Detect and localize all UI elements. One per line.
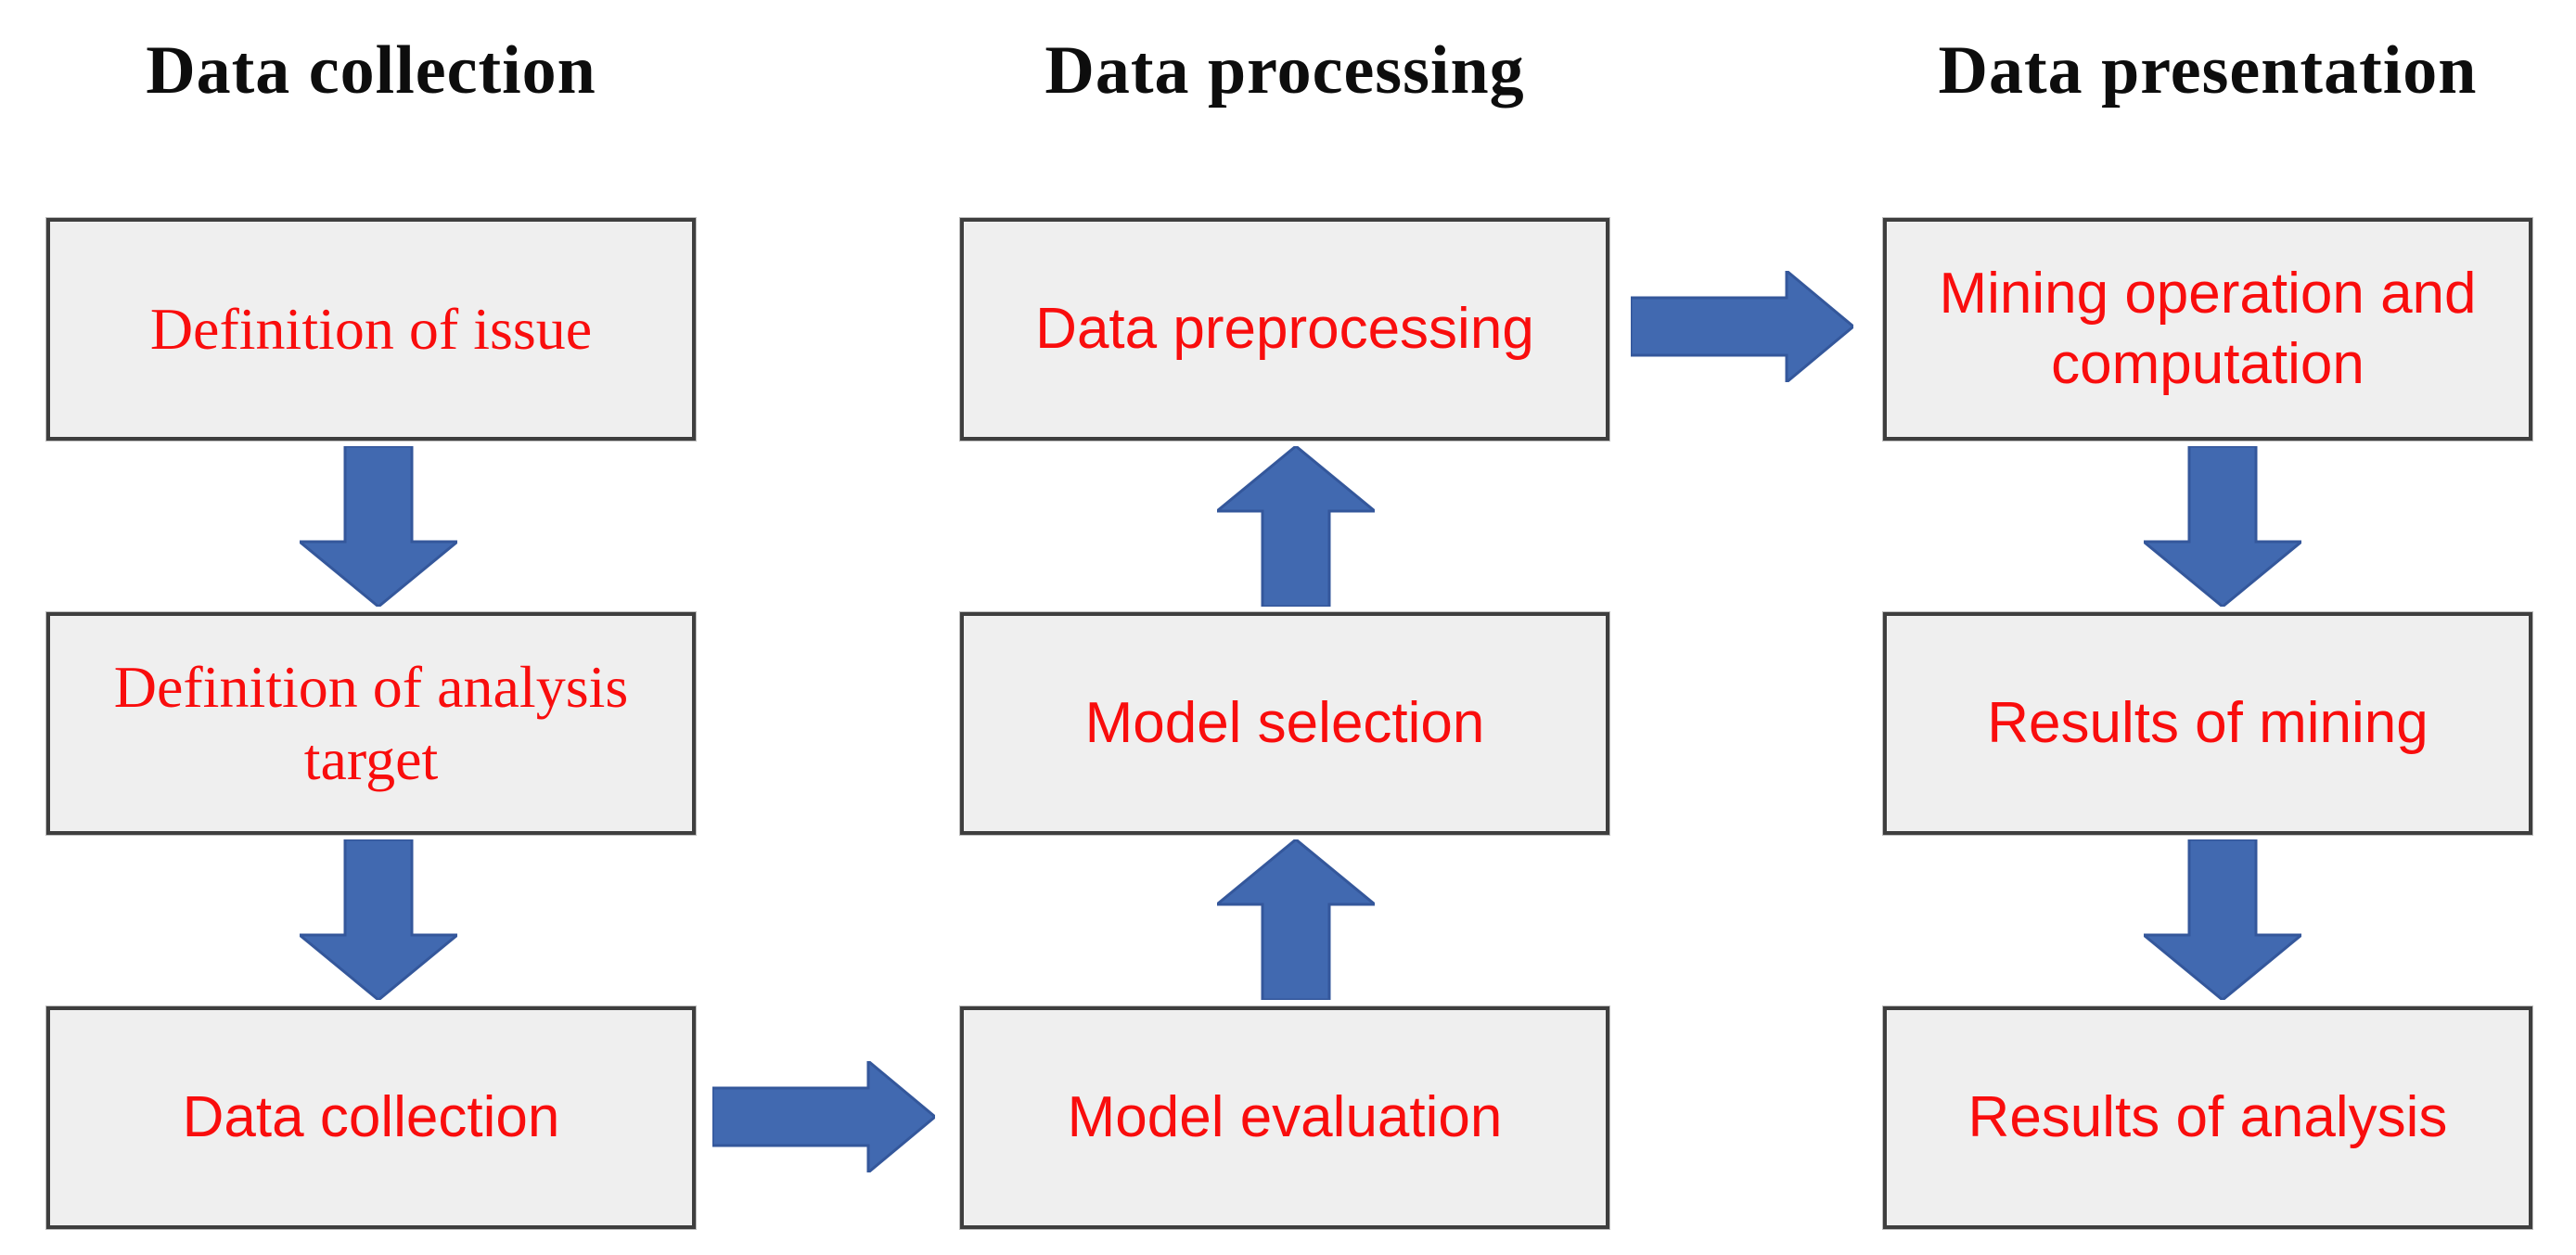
- column-header-data-processing: Data processing: [1044, 32, 1525, 109]
- arrow-down-icon: [2144, 446, 2301, 607]
- box-model-selection: Model selection: [960, 612, 1609, 835]
- column-header-data-collection: Data collection: [146, 32, 596, 109]
- arrow-down-icon: [2144, 839, 2301, 1000]
- box-data-preprocessing: Data preprocessing: [960, 218, 1609, 441]
- box-definition-of-analysis-target: Definition of analysis target: [46, 612, 696, 835]
- arrow-right-icon: [712, 1061, 935, 1172]
- box-data-collection: Data collection: [46, 1006, 696, 1229]
- arrow-right-icon: [1631, 271, 1853, 382]
- arrow-up-icon: [1217, 839, 1375, 1000]
- box-results-of-analysis: Results of analysis: [1883, 1006, 2532, 1229]
- box-results-of-mining: Results of mining: [1883, 612, 2532, 835]
- box-mining-operation-and-computation: Mining operation and computation: [1883, 218, 2532, 441]
- box-definition-of-issue: Definition of issue: [46, 218, 696, 441]
- arrow-down-icon: [300, 839, 457, 1000]
- arrow-up-icon: [1217, 446, 1375, 607]
- box-model-evaluation: Model evaluation: [960, 1006, 1609, 1229]
- column-header-data-presentation: Data presentation: [1938, 32, 2478, 109]
- arrow-down-icon: [300, 446, 457, 607]
